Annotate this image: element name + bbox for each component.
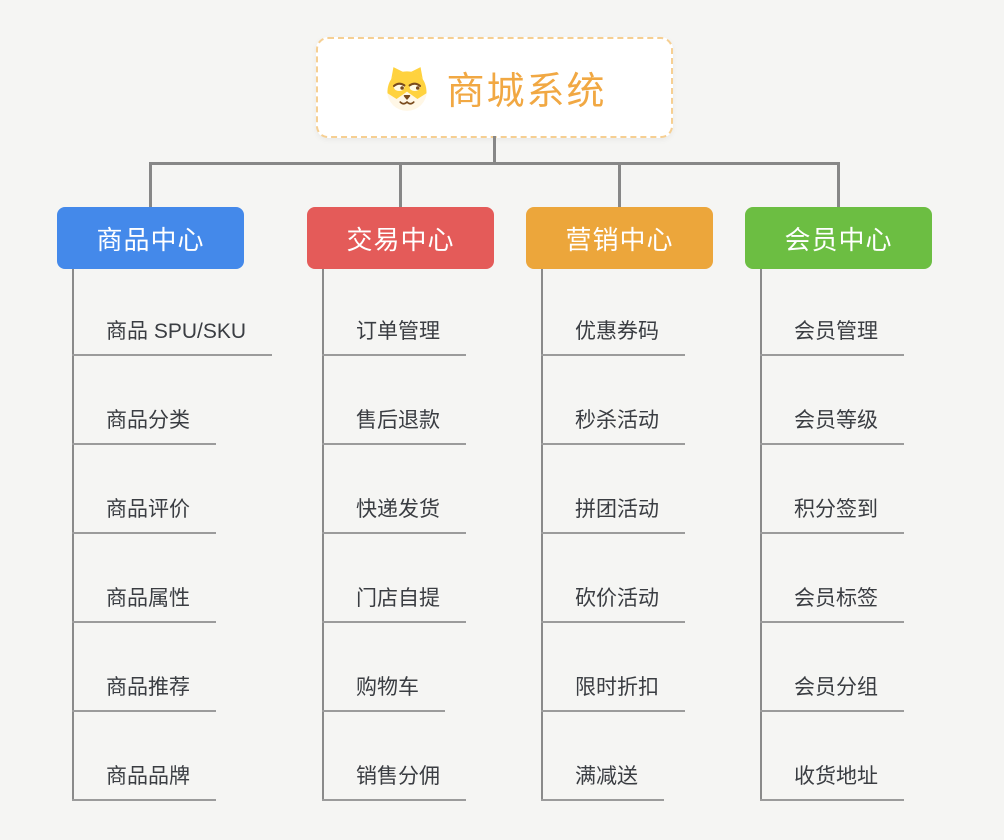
leaf-node-sales-commission[interactable]: 销售分佣 — [322, 762, 466, 801]
leaf-node-flash-sale[interactable]: 秒杀活动 — [541, 406, 685, 445]
leaf-node-member-management[interactable]: 会员管理 — [760, 317, 904, 356]
leaf-node-shopping-cart[interactable]: 购物车 — [322, 673, 445, 712]
leaf-node-member-group[interactable]: 会员分组 — [760, 673, 904, 712]
leaf-node-aftersale-refund[interactable]: 售后退款 — [322, 406, 466, 445]
leaf-node-order-management[interactable]: 订单管理 — [322, 317, 466, 356]
connector-drop-member — [837, 164, 840, 209]
branch-node-marketing-center[interactable]: 营销中心 — [526, 207, 713, 269]
leaf-node-member-tag[interactable]: 会员标签 — [760, 584, 904, 623]
leaf-node-coupon-code[interactable]: 优惠券码 — [541, 317, 685, 356]
leaf-node-limited-time-discount[interactable]: 限时折扣 — [541, 673, 685, 712]
dog-face-icon — [387, 66, 428, 111]
connector-spine-member — [760, 269, 762, 801]
connector-spine-product — [72, 269, 74, 801]
leaf-node-product-category[interactable]: 商品分类 — [72, 406, 216, 445]
leaf-node-full-reduction[interactable]: 满减送 — [541, 762, 664, 801]
connector-root-stub — [493, 136, 496, 163]
leaf-node-product-review[interactable]: 商品评价 — [72, 495, 216, 534]
connector-drop-trade — [399, 164, 402, 209]
root-node-label: 商城系统 — [446, 71, 607, 113]
connector-horizontal-bus — [149, 162, 840, 165]
leaf-node-product-spu-sku[interactable]: 商品 SPU/SKU — [72, 317, 273, 356]
leaf-node-bargain-activity[interactable]: 砍价活动 — [541, 584, 685, 623]
leaf-node-product-attribute[interactable]: 商品属性 — [72, 584, 216, 623]
leaf-node-product-recommend[interactable]: 商品推荐 — [72, 673, 216, 712]
leaf-node-group-buy[interactable]: 拼团活动 — [541, 495, 685, 534]
connector-drop-marketing — [618, 164, 621, 209]
root-node-mall-system[interactable]: 商城系统 — [316, 37, 673, 138]
branch-node-trade-center[interactable]: 交易中心 — [307, 207, 494, 269]
branch-node-member-center[interactable]: 会员中心 — [745, 207, 932, 269]
connector-drop-product — [149, 164, 152, 209]
leaf-node-store-pickup[interactable]: 门店自提 — [322, 584, 466, 623]
connector-spine-trade — [322, 269, 324, 801]
leaf-node-points-checkin[interactable]: 积分签到 — [760, 495, 904, 534]
leaf-node-member-level[interactable]: 会员等级 — [760, 406, 904, 445]
connector-spine-marketing — [541, 269, 543, 801]
leaf-node-shipping-address[interactable]: 收货地址 — [760, 762, 904, 801]
leaf-node-express-shipping[interactable]: 快递发货 — [322, 495, 466, 534]
branch-node-product-center[interactable]: 商品中心 — [57, 207, 244, 269]
leaf-node-product-brand[interactable]: 商品品牌 — [72, 762, 216, 801]
